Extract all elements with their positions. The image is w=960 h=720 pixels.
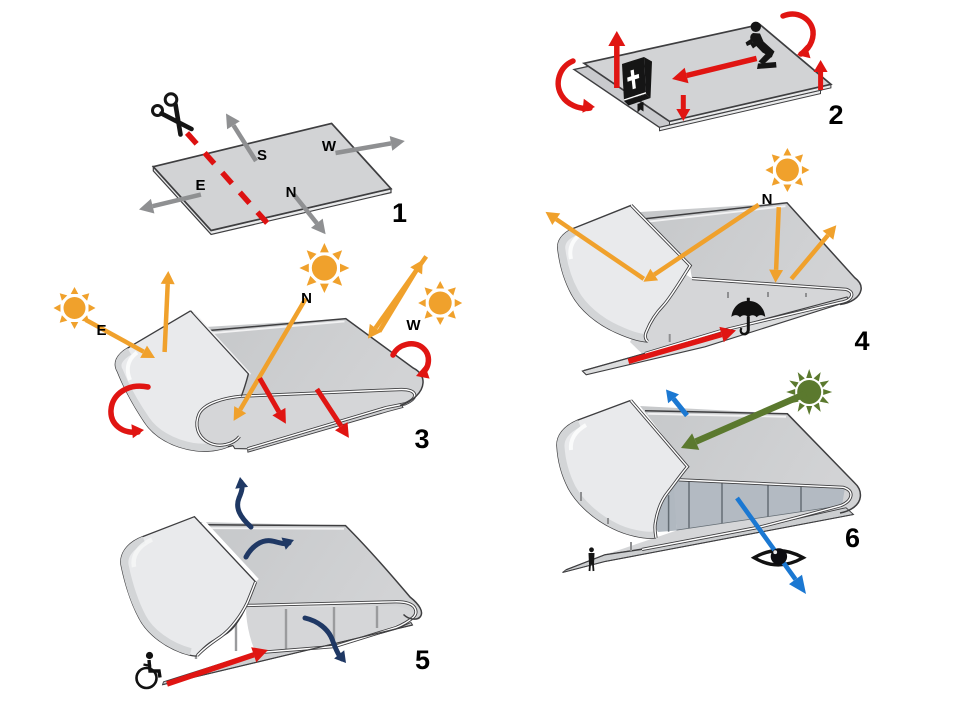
svg-text:5: 5 (415, 645, 430, 675)
svg-text:E: E (195, 177, 205, 194)
svg-text:E: E (96, 322, 106, 339)
svg-text:1: 1 (392, 198, 407, 228)
svg-text:N: N (286, 184, 297, 201)
svg-text:W: W (406, 317, 421, 334)
svg-text:W: W (322, 138, 337, 155)
svg-text:4: 4 (854, 326, 869, 356)
svg-text:6: 6 (845, 523, 860, 553)
svg-text:2: 2 (828, 100, 843, 130)
svg-text:N: N (762, 191, 773, 208)
svg-text:N: N (301, 290, 312, 307)
svg-text:S: S (257, 147, 267, 164)
svg-text:3: 3 (414, 424, 429, 454)
